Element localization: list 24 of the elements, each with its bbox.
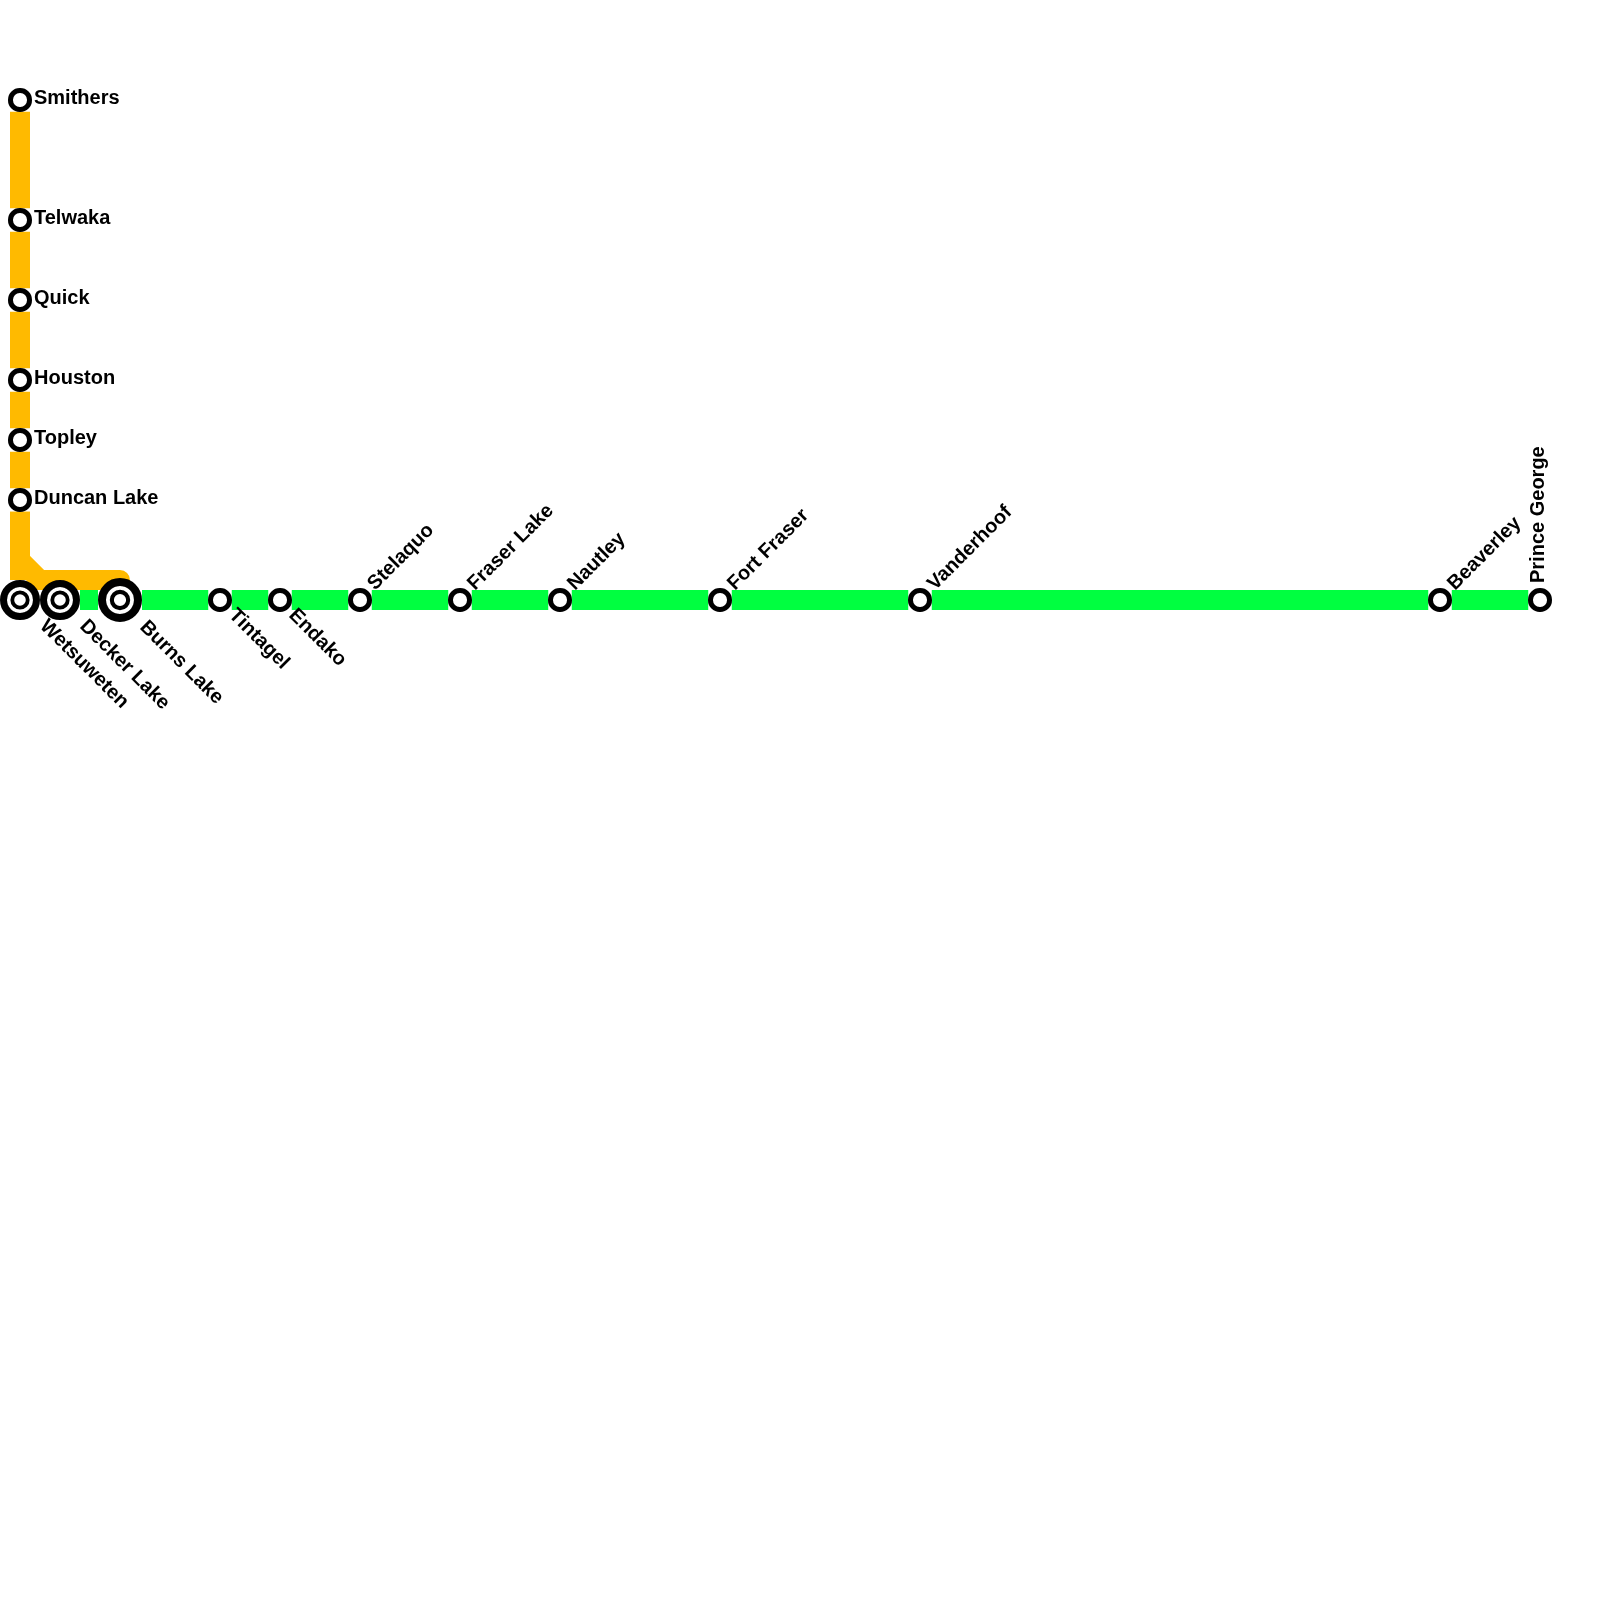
route-line — [10, 111, 30, 209]
route-line — [60, 570, 130, 590]
route-line — [571, 590, 709, 610]
route-line — [1451, 590, 1529, 610]
route-line — [371, 590, 449, 610]
route-line — [10, 311, 30, 369]
station-label: Duncan Lake — [34, 485, 159, 509]
route-line — [291, 590, 349, 610]
route-line — [80, 590, 98, 610]
route-line — [10, 391, 30, 429]
route-line — [731, 590, 909, 610]
route-line — [10, 231, 30, 289]
station-label: Houston — [34, 365, 116, 389]
station-label: Topley — [34, 425, 97, 449]
station-label: Smithers — [34, 85, 120, 109]
station-label: Prince George — [1525, 446, 1549, 583]
route-line — [142, 590, 209, 610]
route-line — [231, 590, 269, 610]
route-line — [10, 511, 60, 590]
station-label: Quick — [34, 285, 90, 309]
route-line — [10, 451, 30, 489]
route-line — [471, 590, 549, 610]
station-label: Telwaka — [34, 205, 111, 229]
route-line — [931, 590, 1429, 610]
